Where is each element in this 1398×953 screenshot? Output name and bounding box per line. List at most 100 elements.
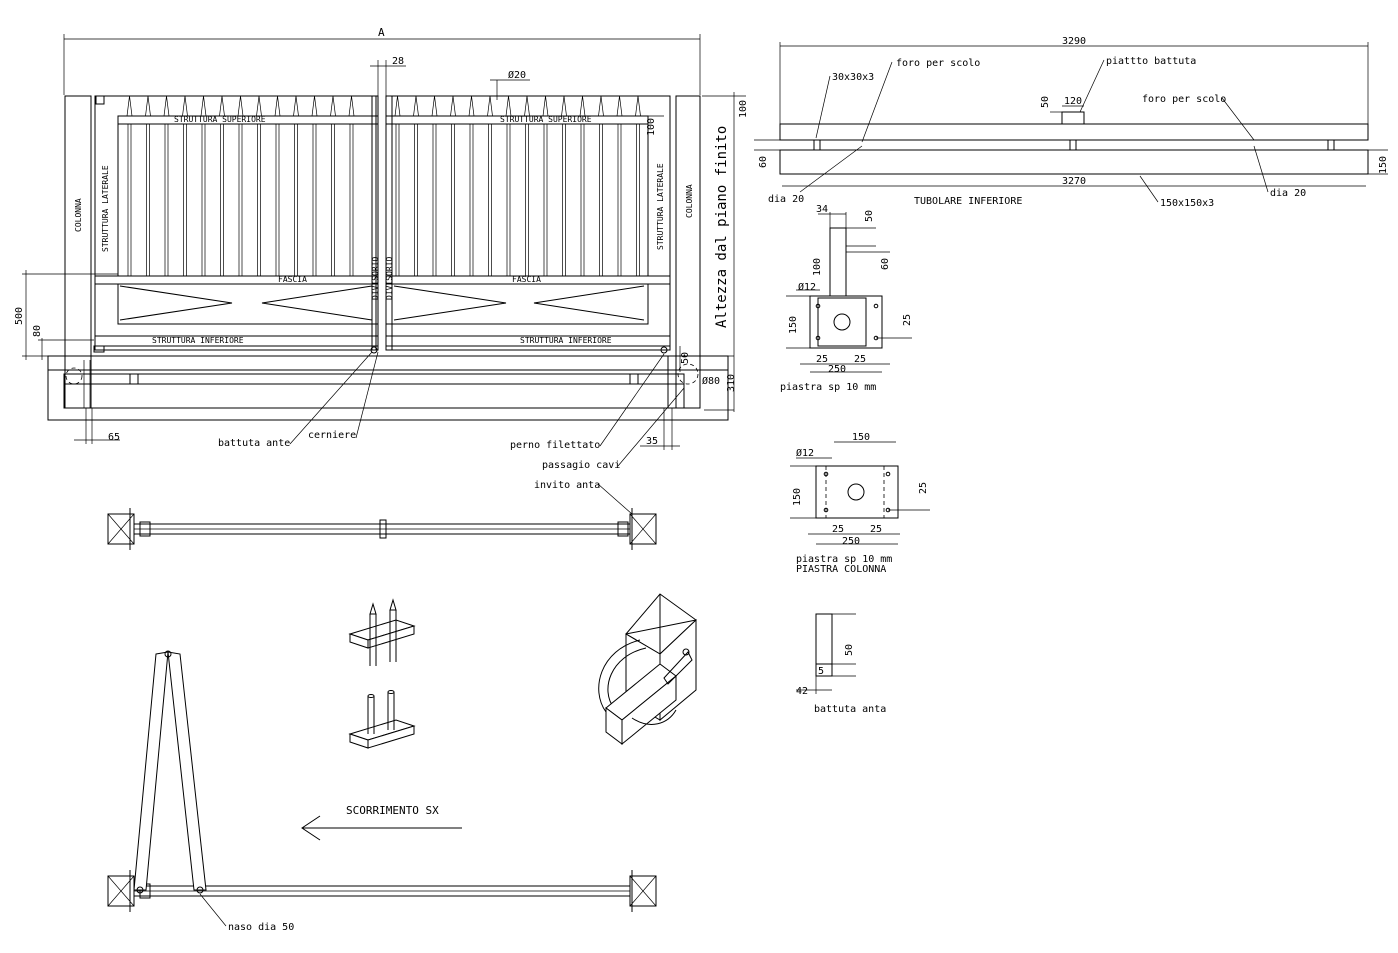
dim-500: 500 — [14, 307, 25, 325]
dim-25-a-p1: 25 — [816, 354, 828, 365]
tubolare-inferiore: 3290 30x30x3 foro per scolo piattto batt… — [754, 36, 1389, 209]
right-spike — [616, 95, 623, 117]
dim-250-p1: 250 — [828, 364, 846, 375]
leaf-right-frame — [385, 95, 671, 351]
dim-phi12-p2: Ø12 — [796, 447, 814, 459]
left-bar — [183, 123, 187, 277]
right-spike — [431, 95, 438, 117]
dim-310: 310 — [726, 374, 737, 392]
dim-28: 28 — [392, 56, 404, 67]
label-struttura-superiore-right: STRUTTURA SUPERIORE — [500, 115, 592, 124]
label-struttura-laterale-left: STRUTTURA LATERALE — [101, 165, 110, 252]
right-bar — [451, 123, 455, 277]
label-altezza: Altezza dal piano finito — [714, 126, 730, 328]
dim-phi20: Ø20 — [508, 69, 526, 81]
left-bar — [127, 123, 132, 277]
right-spike — [413, 95, 419, 117]
dim-250-p2: 250 — [842, 536, 860, 547]
left-bar — [146, 123, 150, 277]
left-bar — [201, 123, 206, 277]
right-bar — [525, 123, 529, 277]
dim-65: 65 — [108, 432, 120, 443]
label-struttura-inferiore-right: STRUTTURA INFERIORE — [520, 336, 612, 345]
foundation — [47, 355, 729, 421]
dim-5-batt: 5 — [818, 666, 824, 677]
dim-25-right-p1: 25 — [902, 314, 913, 326]
right-spike — [635, 95, 641, 117]
callout-perno-filettato: perno filettato — [510, 440, 600, 451]
dim-80: 80 — [32, 325, 43, 337]
right-bar — [469, 123, 474, 277]
right-bar — [562, 123, 566, 277]
left-spike — [182, 95, 188, 117]
left-bar — [257, 123, 261, 277]
left-bar — [220, 123, 224, 277]
label-divisorio-left: DIVISORIO — [371, 256, 380, 300]
dim-phi80: Ø80 — [702, 375, 720, 387]
front-elevation: A 28 Ø20 COLONNA COLONNA STRUTTURA SUPER… — [14, 26, 749, 515]
left-spike — [237, 95, 244, 117]
label-dia20-left: dia 20 — [768, 194, 804, 205]
right-spike — [598, 95, 604, 117]
dim-50-batt: 50 — [844, 644, 855, 656]
dim-60-p1: 60 — [880, 258, 891, 270]
dim-150-p1: 150 — [788, 316, 799, 334]
label-foro-per-scolo-2: foro per scolo — [1142, 94, 1226, 105]
right-bar — [543, 123, 548, 277]
caption-batt: battuta anta — [814, 704, 886, 715]
right-bar — [414, 123, 418, 277]
bars-right — [394, 95, 641, 277]
label-dia20-right: dia 20 — [1270, 188, 1306, 199]
right-bar — [506, 123, 511, 277]
iso-pins — [348, 598, 416, 749]
dim-150-top-p2: 150 — [852, 432, 870, 443]
dim-50: 50 — [680, 352, 691, 364]
dim-a: A — [378, 26, 385, 39]
left-bar — [331, 123, 335, 277]
plan-closed — [107, 508, 657, 550]
callout-battuta-ante: battuta ante — [218, 438, 290, 449]
right-bar — [395, 123, 400, 277]
right-spike — [450, 95, 456, 117]
caption-p2: piastra sp 10 mm — [796, 554, 892, 565]
dim-35: 35 — [646, 436, 658, 447]
label-fascia-right: FASCIA — [512, 275, 541, 284]
dim-phi12-p1: Ø12 — [798, 281, 816, 293]
right-spike — [468, 95, 475, 117]
left-bar — [294, 123, 298, 277]
dim-150-tub: 150 — [1378, 156, 1389, 174]
battuta-detail: 50 5 42 battuta anta — [796, 613, 886, 715]
label-struttura-superiore-left: STRUTTURA SUPERIORE — [174, 115, 266, 124]
right-spike — [505, 95, 512, 117]
left-bar — [238, 123, 243, 277]
left-spike — [330, 95, 336, 117]
dim-120: 120 — [1064, 96, 1082, 107]
dim-60-tub: 60 — [758, 156, 769, 168]
label-colonna-right: COLONNA — [685, 184, 694, 218]
dim-50-tub: 50 — [1040, 96, 1051, 108]
right-bar — [580, 123, 585, 277]
left-bar — [164, 123, 169, 277]
right-spike — [561, 95, 567, 117]
left-bar — [312, 123, 317, 277]
dim-25-b-p2: 25 — [870, 524, 882, 535]
iso-column-motor — [598, 593, 697, 746]
left-bar — [349, 123, 354, 277]
dim-50-p1: 50 — [864, 210, 875, 222]
dim-25-right-p2: 25 — [918, 482, 929, 494]
left-spike — [348, 95, 355, 117]
label-tubolare-inferiore: TUBOLARE INFERIORE — [914, 196, 1022, 207]
right-spike — [394, 95, 401, 117]
caption-p1: piastra sp 10 mm — [780, 382, 876, 393]
left-bar — [275, 123, 280, 277]
left-spike — [311, 95, 318, 117]
label-struttura-laterale-right: STRUTTURA LATERALE — [656, 163, 665, 250]
left-spike — [293, 95, 299, 117]
callout-passaggio-cavi: passagio cavi — [542, 460, 620, 471]
left-spike — [256, 95, 262, 117]
dim-42-batt: 42 — [796, 686, 808, 697]
label-30x30x3: 30x30x3 — [832, 72, 874, 83]
dim-25-b-p1: 25 — [854, 354, 866, 365]
right-spike — [579, 95, 586, 117]
